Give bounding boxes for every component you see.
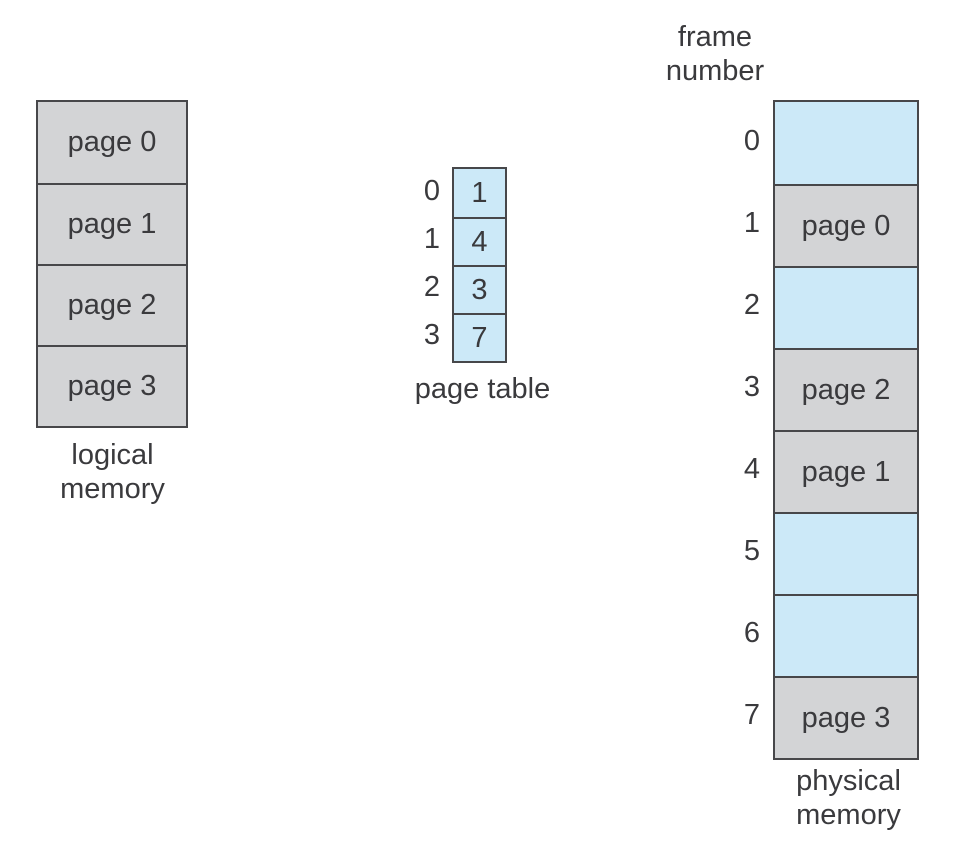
frame-number-label: 0 <box>743 124 760 157</box>
frame-number-label: 5 <box>743 534 760 567</box>
physical-memory: 0 1 2 3 4 5 6 7 page 0 page 2 page 1 pag… <box>726 100 919 760</box>
frame-number-label: 7 <box>743 698 760 731</box>
physical-frame-cell: page 3 <box>775 676 917 758</box>
page-table-index: 0 <box>423 174 440 207</box>
physical-frame-cell <box>775 594 917 676</box>
page-table-caption: page table <box>414 373 551 405</box>
frame-number-header-line: number <box>665 55 765 87</box>
logical-memory-caption: logical memory <box>36 438 189 506</box>
physical-memory-caption-line: physical <box>796 765 901 797</box>
logical-page-cell: page 2 <box>38 264 186 345</box>
frame-number-label: 3 <box>743 370 760 403</box>
page-table-index: 3 <box>423 318 440 351</box>
logical-memory-caption-line: memory <box>60 473 165 505</box>
physical-memory-caption-line: memory <box>796 799 901 831</box>
frame-number-header-line: frame <box>677 21 753 53</box>
page-table: 0 1 2 3 1 4 3 7 <box>408 167 507 363</box>
frame-number-header: frame number <box>637 20 793 88</box>
page-table-entry: 1 <box>454 169 505 217</box>
frame-number-label: 6 <box>743 616 760 649</box>
logical-page-cell: page 1 <box>38 183 186 264</box>
logical-memory-caption-line: logical <box>71 439 154 471</box>
logical-page-cell: page 0 <box>38 102 186 183</box>
page-table-box: 1 4 3 7 <box>452 167 507 363</box>
frame-number-label: 4 <box>743 452 760 485</box>
page-table-index: 2 <box>423 270 440 303</box>
page-table-entry: 7 <box>454 313 505 361</box>
physical-memory-caption: physical memory <box>775 764 922 832</box>
logical-page-cell: page 3 <box>38 345 186 426</box>
physical-memory-box: page 0 page 2 page 1 page 3 <box>773 100 919 760</box>
page-table-index: 1 <box>423 222 440 255</box>
logical-memory-box: page 0 page 1 page 2 page 3 <box>36 100 188 428</box>
physical-frame-cell: page 0 <box>775 184 917 266</box>
frame-number-label: 2 <box>743 288 760 321</box>
frame-number-label: 1 <box>743 206 760 239</box>
physical-frame-cell: page 1 <box>775 430 917 512</box>
physical-frame-cell <box>775 512 917 594</box>
page-table-entry: 4 <box>454 217 505 265</box>
physical-frame-cell <box>775 266 917 348</box>
page-table-entry: 3 <box>454 265 505 313</box>
physical-frame-cell <box>775 102 917 184</box>
physical-frame-cell: page 2 <box>775 348 917 430</box>
frame-number-column: 0 1 2 3 4 5 6 7 <box>726 100 760 760</box>
page-table-index-column: 0 1 2 3 <box>408 167 440 363</box>
